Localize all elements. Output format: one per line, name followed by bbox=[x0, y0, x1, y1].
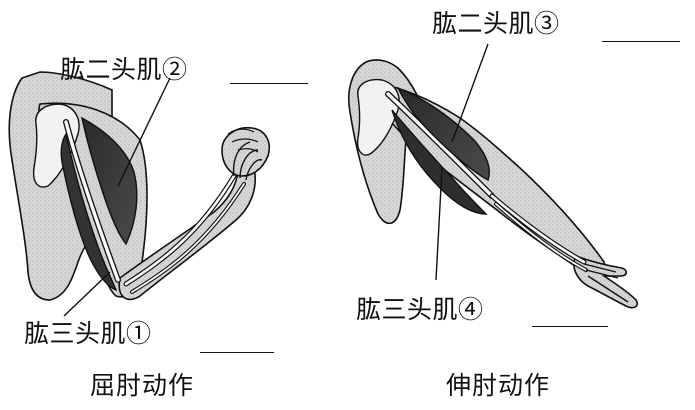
extended-biceps-answer-blank bbox=[602, 41, 680, 42]
flexed-arm-caption: 屈肘动作 bbox=[90, 371, 195, 400]
extended-biceps-leader bbox=[451, 43, 489, 143]
flexed-arm-figure bbox=[8, 71, 270, 317]
flexed-triceps-muscle bbox=[60, 132, 118, 292]
flexed-biceps-leader bbox=[117, 77, 171, 187]
flexed-biceps-muscle bbox=[80, 116, 138, 246]
flexed-hand-bones bbox=[232, 141, 263, 181]
extended-biceps-label: 肱二头肌③ bbox=[432, 9, 560, 38]
flexed-fist bbox=[221, 126, 270, 177]
flexed-triceps-leader bbox=[63, 271, 111, 317]
flexed-biceps-label: 肱二头肌② bbox=[60, 55, 188, 84]
extended-arm-caption: 伸肘动作 bbox=[446, 371, 551, 400]
extended-hand bbox=[573, 254, 639, 309]
extended-triceps-muscle bbox=[391, 109, 488, 215]
extended-arm-figure bbox=[348, 43, 639, 309]
extended-triceps-label: 肱三头肌④ bbox=[356, 295, 484, 324]
flexed-triceps-answer-blank bbox=[200, 352, 274, 353]
flexed-biceps-answer-blank bbox=[230, 83, 308, 84]
extended-triceps-leader bbox=[435, 167, 443, 281]
extended-triceps-answer-blank bbox=[532, 326, 608, 327]
extended-hand-bones bbox=[583, 263, 629, 303]
extended-biceps-muscle bbox=[396, 86, 490, 182]
flexed-triceps-label: 肱三头肌① bbox=[24, 319, 152, 348]
